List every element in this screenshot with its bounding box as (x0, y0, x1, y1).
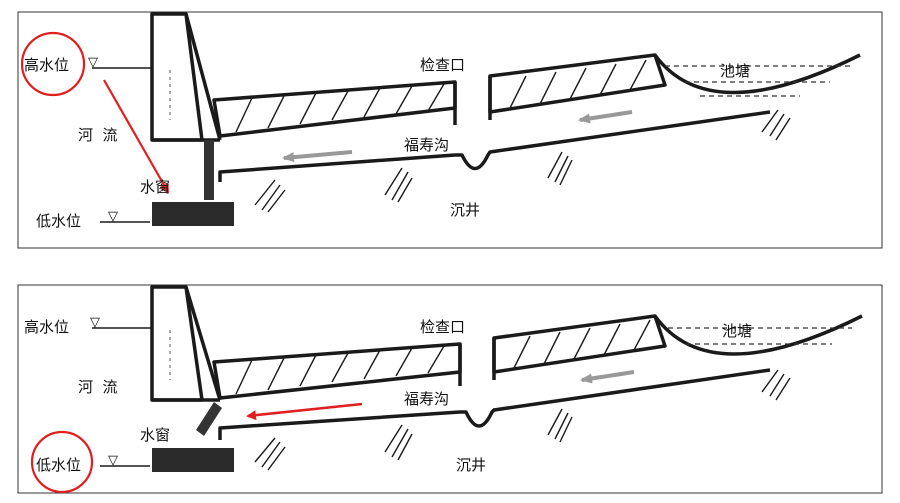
label-window: 水窗 (140, 178, 170, 196)
label-inspection: 检查口 (420, 56, 465, 74)
panel-frame (17, 11, 883, 249)
label-high-water: 高水位 (24, 318, 69, 336)
highlight-circle (20, 31, 86, 97)
label-well: 沉井 (456, 456, 486, 474)
ditch-slab-left (212, 80, 457, 138)
ground-marks (254, 109, 791, 213)
pond-basin (653, 53, 861, 95)
river-wall (150, 285, 204, 402)
label-river: 河 流 (78, 378, 118, 396)
flow-arrow-pond (578, 110, 633, 124)
ditch-slab-right (492, 314, 667, 374)
foundation (152, 448, 234, 472)
window-gate-open (196, 402, 222, 436)
label-well: 沉井 (450, 201, 480, 219)
ditch-slab-right (488, 53, 667, 114)
slab-hatching-right (509, 59, 647, 109)
label-low-water: 低水位 (36, 212, 81, 230)
panel-low-water: ▽ ▽ (17, 284, 883, 494)
foundation (152, 202, 234, 226)
wall-slope (184, 286, 222, 401)
slab-hatching-left (235, 345, 445, 395)
ground-marks (254, 369, 791, 471)
label-high-water: 高水位 (24, 56, 69, 74)
label-ditch: 福寿沟 (404, 390, 449, 408)
ditch-floor-left (218, 153, 456, 182)
low-water-symbol: ▽ (108, 453, 118, 468)
river-wall (150, 12, 204, 142)
low-water-symbol: ▽ (108, 209, 118, 224)
high-water-symbol: ▽ (90, 315, 100, 330)
panel-high-water: ▽ ▽ (17, 11, 883, 249)
label-pond: 池塘 (720, 62, 750, 80)
slab-hatching-right (513, 319, 651, 369)
ditch-floor-right (455, 110, 771, 171)
ditch-floor-left (218, 410, 461, 440)
label-ditch: 福寿沟 (404, 136, 449, 154)
label-river: 河 流 (78, 126, 118, 144)
slab-hatching-left (235, 83, 445, 133)
label-window: 水窗 (140, 426, 170, 444)
highlight-circle (30, 430, 94, 494)
label-low-water: 低水位 (36, 456, 81, 474)
annotation-arrow (103, 79, 169, 194)
pond-basin (653, 314, 863, 356)
flow-arrow-pond (580, 370, 635, 384)
wall-slope (184, 13, 222, 141)
annotation-arrow (246, 402, 363, 421)
label-pond: 池塘 (722, 322, 752, 340)
panel-frame (17, 284, 883, 494)
flow-arrow-ditch (282, 150, 353, 163)
label-inspection: 检查口 (420, 318, 465, 336)
high-water-symbol: ▽ (88, 55, 98, 70)
window-gate-closed (204, 140, 214, 200)
ditch-floor-right (460, 368, 771, 428)
